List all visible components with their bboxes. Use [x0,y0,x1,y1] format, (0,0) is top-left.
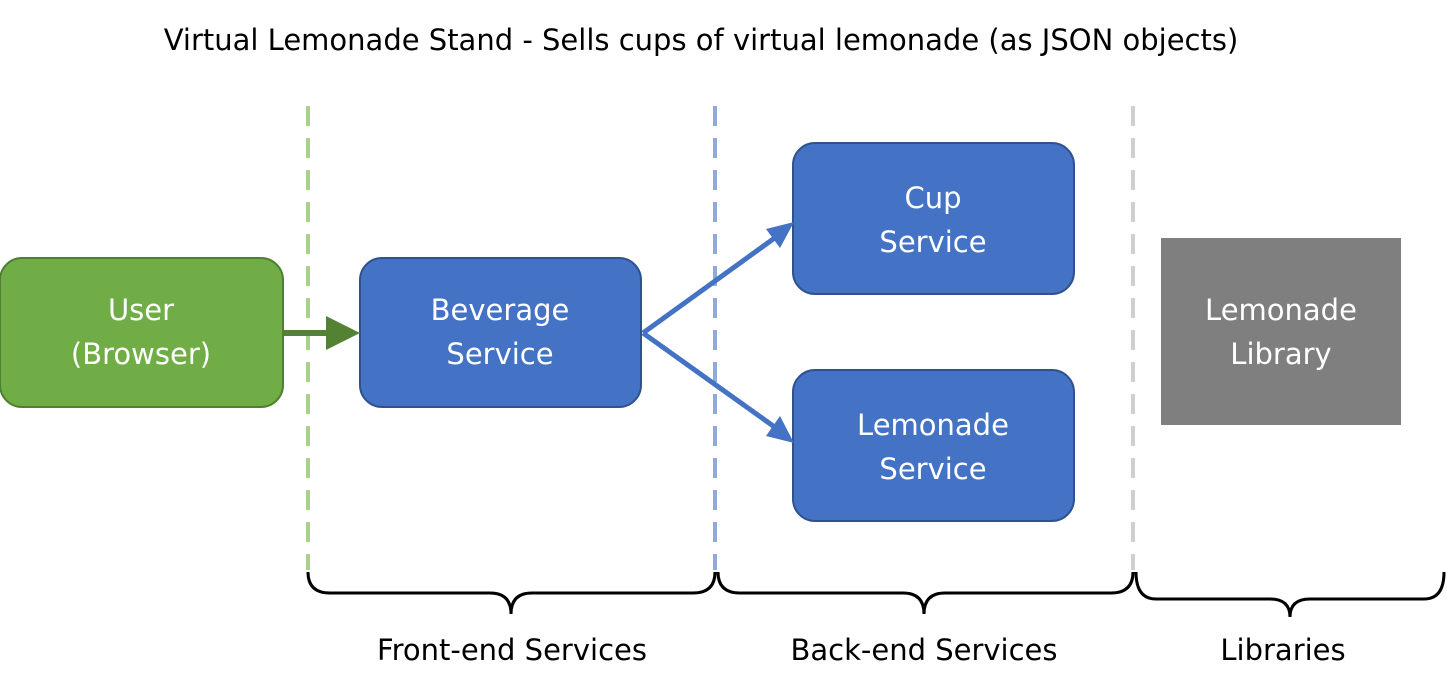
beverage-service-label-line2: Service [446,337,553,371]
cup-service-node: Cup Service [792,142,1075,295]
beverage-service-node: Beverage Service [359,257,642,408]
lemonade-library-label-line2: Library [1230,337,1331,371]
frontend-services-label: Front-end Services [377,633,647,667]
edge-beverage-to-cup [641,222,794,336]
libraries-brace [1134,571,1446,618]
backend-brace [716,571,1135,615]
cup-service-label-line2: Service [879,225,986,259]
lemonade-service-label-line1: Lemonade [857,408,1009,442]
lemonade-service-node: Lemonade Service [792,369,1075,522]
edge-user-to-beverage [284,316,360,350]
backend-services-label: Back-end Services [790,633,1057,667]
libraries-label: Libraries [1220,633,1345,667]
user-node: User (Browser) [0,257,284,408]
lemonade-service-label-line2: Service [879,452,986,486]
diagram-title: Virtual Lemonade Stand - Sells cups of v… [164,23,1239,57]
edge-beverage-to-lemonade-service [641,330,794,443]
lemonade-library-label-line1: Lemonade [1205,293,1357,327]
user-node-label-line2: (Browser) [71,337,211,371]
lemonade-library-node: Lemonade Library [1161,238,1401,425]
beverage-service-label-line1: Beverage [431,293,570,327]
frontend-brace [306,571,717,615]
user-node-label-line1: User [108,293,174,327]
cup-service-label-line1: Cup [904,181,961,215]
